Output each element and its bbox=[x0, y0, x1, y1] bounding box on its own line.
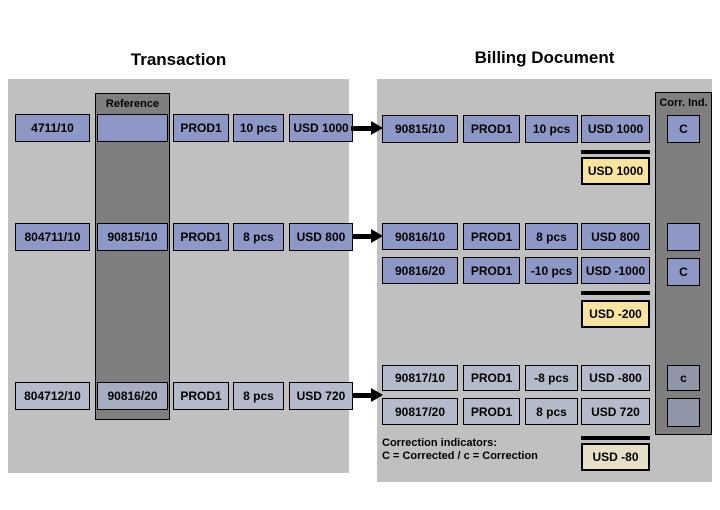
billing-item-cell: 90817/20 bbox=[382, 398, 458, 425]
transaction-doc-cell: 804711/10 bbox=[15, 223, 90, 251]
transaction-reference-cell: 90815/10 bbox=[97, 223, 168, 251]
transaction-qty-cell: 8 pcs bbox=[233, 382, 284, 410]
billing-qty-cell: 10 pcs bbox=[525, 115, 578, 143]
billing-qty-cell: -10 pcs bbox=[525, 257, 578, 284]
transaction-product-cell: PROD1 bbox=[173, 114, 229, 142]
corr-indicator-cell: C bbox=[667, 258, 700, 286]
transaction-amount-cell: USD 720 bbox=[289, 382, 353, 410]
transaction-reference-cell: 90816/20 bbox=[97, 382, 168, 410]
flow-arrow-icon bbox=[352, 393, 372, 398]
billing-qty-cell: 8 pcs bbox=[525, 223, 578, 250]
billing-amount-cell: USD 800 bbox=[581, 223, 650, 250]
transaction-doc-cell: 804712/10 bbox=[15, 382, 90, 410]
correction-legend: Correction indicators: C = Corrected / c… bbox=[382, 437, 538, 463]
flow-arrow-icon bbox=[352, 234, 372, 239]
billing-amount-cell: USD -1000 bbox=[581, 257, 650, 284]
transaction-qty-cell: 8 pcs bbox=[233, 223, 284, 251]
corr-indicator-cell: c bbox=[667, 365, 700, 391]
correction-legend-text: C = Corrected / c = Correction bbox=[382, 450, 538, 462]
correction-legend-title: Correction indicators: bbox=[382, 437, 497, 449]
billing-amount-cell: USD -800 bbox=[581, 365, 650, 391]
transaction-reference-cell bbox=[97, 114, 168, 142]
billing-amount-cell: USD 720 bbox=[581, 398, 650, 425]
total-box: USD 1000 bbox=[581, 157, 650, 185]
corr-ind-column-header: Corr. Ind. bbox=[659, 97, 708, 109]
transaction-doc-cell: 4711/10 bbox=[15, 114, 90, 142]
billing-item-cell: 90815/10 bbox=[382, 115, 458, 143]
sum-line bbox=[581, 436, 650, 440]
reference-column-header: Reference bbox=[105, 98, 160, 110]
billing-item-cell: 90816/10 bbox=[382, 223, 458, 250]
transaction-amount-cell: USD 800 bbox=[289, 223, 353, 251]
flow-arrow-icon bbox=[371, 229, 383, 243]
transaction-product-cell: PROD1 bbox=[173, 382, 229, 410]
transaction-qty-cell: 10 pcs bbox=[233, 114, 284, 142]
billing-product-cell: PROD1 bbox=[463, 115, 520, 143]
reference-column: Reference bbox=[95, 93, 170, 420]
corr-indicator-cell: C bbox=[667, 115, 700, 143]
billing-item-cell: 90817/10 bbox=[382, 365, 458, 391]
billing-item-cell: 90816/20 bbox=[382, 257, 458, 284]
billing-amount-cell: USD 1000 bbox=[581, 115, 650, 143]
total-box: USD -80 bbox=[581, 443, 650, 471]
billing-product-cell: PROD1 bbox=[463, 223, 520, 250]
corr-indicator-cell bbox=[667, 223, 700, 251]
sum-line bbox=[581, 150, 650, 154]
corr-indicator-cell bbox=[667, 398, 700, 427]
billing-document-title: Billing Document bbox=[474, 48, 615, 67]
billing-product-cell: PROD1 bbox=[463, 257, 520, 284]
flow-arrow-icon bbox=[371, 388, 383, 402]
total-box: USD -200 bbox=[581, 300, 650, 328]
billing-qty-cell: -8 pcs bbox=[525, 365, 578, 391]
flow-arrow-icon bbox=[371, 121, 383, 135]
billing-product-cell: PROD1 bbox=[463, 365, 520, 391]
flow-arrow-icon bbox=[351, 126, 372, 131]
transaction-title: Transaction bbox=[130, 50, 227, 69]
sum-line bbox=[581, 291, 650, 295]
transaction-product-cell: PROD1 bbox=[173, 223, 229, 251]
billing-product-cell: PROD1 bbox=[463, 398, 520, 425]
billing-qty-cell: 8 pcs bbox=[525, 398, 578, 425]
transaction-amount-cell: USD 1000 bbox=[289, 114, 353, 142]
